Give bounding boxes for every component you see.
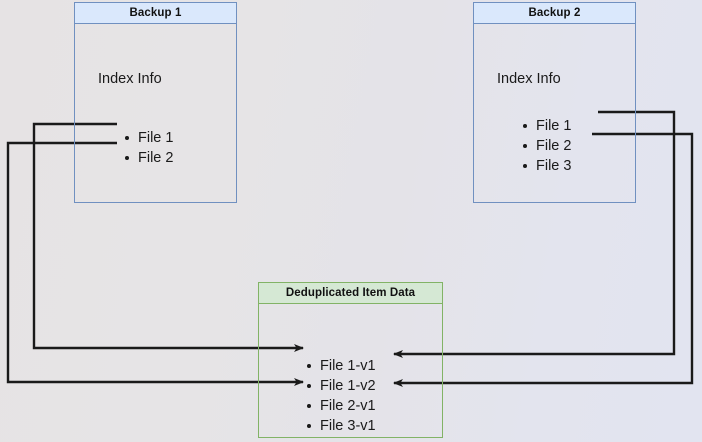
backup-2-body: Index Info File 1 File 2 File 3	[473, 24, 636, 203]
backup-1-file-item[interactable]: File 1	[124, 128, 173, 148]
deduplicated-item-data-body: File 1-v1 File 1-v2 File 2-v1 File 3-v1	[258, 304, 443, 438]
deduplicated-item-data-box[interactable]: Deduplicated Item Data File 1-v1 File 1-…	[258, 282, 443, 438]
backup-2-box[interactable]: Backup 2 Index Info File 1 File 2 File 3	[473, 2, 636, 203]
backup-2-index-info-label: Index Info	[497, 71, 561, 87]
dedup-item[interactable]: File 1-v1	[306, 356, 376, 376]
backup-2-file-item[interactable]: File 2	[522, 136, 571, 156]
dedup-item[interactable]: File 1-v2	[306, 376, 376, 396]
backup-2-file-item[interactable]: File 3	[522, 156, 571, 176]
backup-1-file-list: File 1 File 2	[124, 128, 173, 168]
dedup-item[interactable]: File 3-v1	[306, 416, 376, 436]
backup-1-index-info-label: Index Info	[98, 71, 162, 87]
dedup-item-list: File 1-v1 File 1-v2 File 2-v1 File 3-v1	[306, 356, 376, 436]
deduplicated-item-data-title: Deduplicated Item Data	[258, 282, 443, 304]
backup-1-body: Index Info File 1 File 2	[74, 24, 237, 203]
dedup-item[interactable]: File 2-v1	[306, 396, 376, 416]
backup-2-title: Backup 2	[473, 2, 636, 24]
backup-1-title: Backup 1	[74, 2, 237, 24]
backup-1-box[interactable]: Backup 1 Index Info File 1 File 2	[74, 2, 237, 203]
backup-2-file-item[interactable]: File 1	[522, 116, 571, 136]
backup-2-file-list: File 1 File 2 File 3	[522, 116, 571, 176]
backup-1-file-item[interactable]: File 2	[124, 148, 173, 168]
